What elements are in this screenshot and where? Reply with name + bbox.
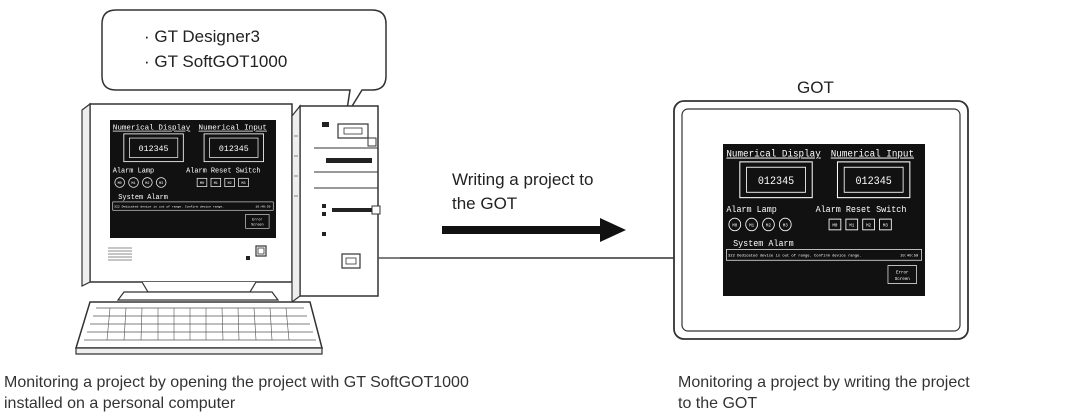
got-error-screen-button xyxy=(887,265,917,284)
svg-text:M3: M3 xyxy=(241,182,245,186)
svg-text:M1: M1 xyxy=(749,223,754,228)
svg-text:M0: M0 xyxy=(118,182,122,186)
got-lamp-m3 xyxy=(778,217,792,232)
svg-text:M2: M2 xyxy=(766,223,771,228)
svg-text:M3: M3 xyxy=(159,182,163,186)
pc-screen-content: Numerical Display Numerical Input 012345… xyxy=(110,120,276,238)
svg-text:M0: M0 xyxy=(832,223,837,228)
pc-label-system-alarm: System Alarm xyxy=(118,194,168,202)
caption-right-line2: to the GOT xyxy=(678,395,758,412)
got-label-numerical-input: Numerical Input xyxy=(831,148,914,159)
pc-switch-m2 xyxy=(224,177,235,187)
arrow-label-line1: Writing a project to xyxy=(452,170,594,189)
pc-alarm-message: 322 Dedicated device is out of range. Co… xyxy=(114,204,224,208)
svg-text:M0: M0 xyxy=(200,182,204,186)
pc-label-alarm-lamp: Alarm Lamp xyxy=(113,168,154,176)
got-device: Numerical Display Numerical Input 012345… xyxy=(673,100,969,340)
got-screen: Numerical Display Numerical Input 012345… xyxy=(723,144,925,296)
personal-computer: Numerical Display Numerical Input 012345… xyxy=(60,96,400,361)
connection-cable xyxy=(400,257,680,259)
pc-label-numerical-input: Numerical Input xyxy=(199,125,267,133)
got-label-system-alarm: System Alarm xyxy=(733,239,794,249)
got-lamp-m0 xyxy=(728,217,742,232)
pc-switch-m0 xyxy=(196,177,208,187)
arrow-label-line2: the GOT xyxy=(452,194,518,213)
got-switch-m3 xyxy=(879,218,892,231)
svg-text:Error: Error xyxy=(896,271,909,276)
got-alarm-message: 322 Dedicated device is out of range. Co… xyxy=(728,254,862,259)
svg-text:M2: M2 xyxy=(145,182,149,186)
got-input-value: 012345 xyxy=(855,176,891,188)
bubble-item-softgot: · GT SoftGOT1000 xyxy=(144,52,288,71)
got-title: GOT xyxy=(797,78,834,97)
caption-left-line2: installed on a personal computer xyxy=(4,395,236,412)
pc-input-value: 012345 xyxy=(219,145,249,154)
write-arrow-icon xyxy=(442,218,626,242)
pc-label-alarm-reset: Alarm Reset Switch xyxy=(186,168,260,176)
got-switch-m0 xyxy=(828,218,842,231)
svg-text:M2: M2 xyxy=(866,223,871,228)
got-alarm-time: 10:40:59 xyxy=(900,255,919,259)
bubble-item-designer: · GT Designer3 xyxy=(144,27,260,46)
svg-text:Screen: Screen xyxy=(251,224,263,228)
pc-switch-m1 xyxy=(210,177,222,187)
svg-text:M1: M1 xyxy=(214,182,218,186)
got-display-value: 012345 xyxy=(758,176,794,188)
pc-screen: Numerical Display Numerical Input 012345… xyxy=(110,120,276,238)
svg-text:M3: M3 xyxy=(883,223,888,228)
pc-lamp-m0 xyxy=(114,177,125,188)
pc-lamp-m1 xyxy=(128,177,139,188)
got-lamp-m2 xyxy=(762,217,775,232)
svg-text:M0: M0 xyxy=(732,223,737,228)
svg-text:Error: Error xyxy=(252,219,262,223)
speech-bubble: · GT Designer3 · GT SoftGOT1000 xyxy=(100,8,390,120)
got-label-alarm-reset: Alarm Reset Switch xyxy=(816,205,907,215)
got-lamp-m1 xyxy=(745,217,758,232)
svg-text:M3: M3 xyxy=(783,223,788,228)
got-switch-m2 xyxy=(862,218,875,231)
caption-left-line1: Monitoring a project by opening the proj… xyxy=(4,374,469,391)
speech-bubble-outline xyxy=(101,9,387,117)
svg-text:M2: M2 xyxy=(228,182,232,186)
svg-text:Screen: Screen xyxy=(895,277,910,282)
got-label-numerical-display: Numerical Display xyxy=(726,148,821,159)
pc-lamp-m3 xyxy=(155,177,167,188)
pc-alarm-time: 10:40:59 xyxy=(256,204,271,208)
caption-right-line1: Monitoring a project by writing the proj… xyxy=(678,374,970,391)
svg-text:M1: M1 xyxy=(131,182,135,186)
got-switch-m1 xyxy=(845,218,859,231)
svg-text:M1: M1 xyxy=(849,223,854,228)
pc-label-numerical-display: Numerical Display xyxy=(113,125,191,133)
pc-switch-m3 xyxy=(238,177,249,187)
pc-lamp-m2 xyxy=(142,177,153,188)
got-label-alarm-lamp: Alarm Lamp xyxy=(726,205,776,215)
pc-display-value: 012345 xyxy=(139,145,169,154)
got-screen-content: Numerical Display Numerical Input 012345… xyxy=(723,144,925,296)
pc-error-screen-button xyxy=(245,214,270,229)
